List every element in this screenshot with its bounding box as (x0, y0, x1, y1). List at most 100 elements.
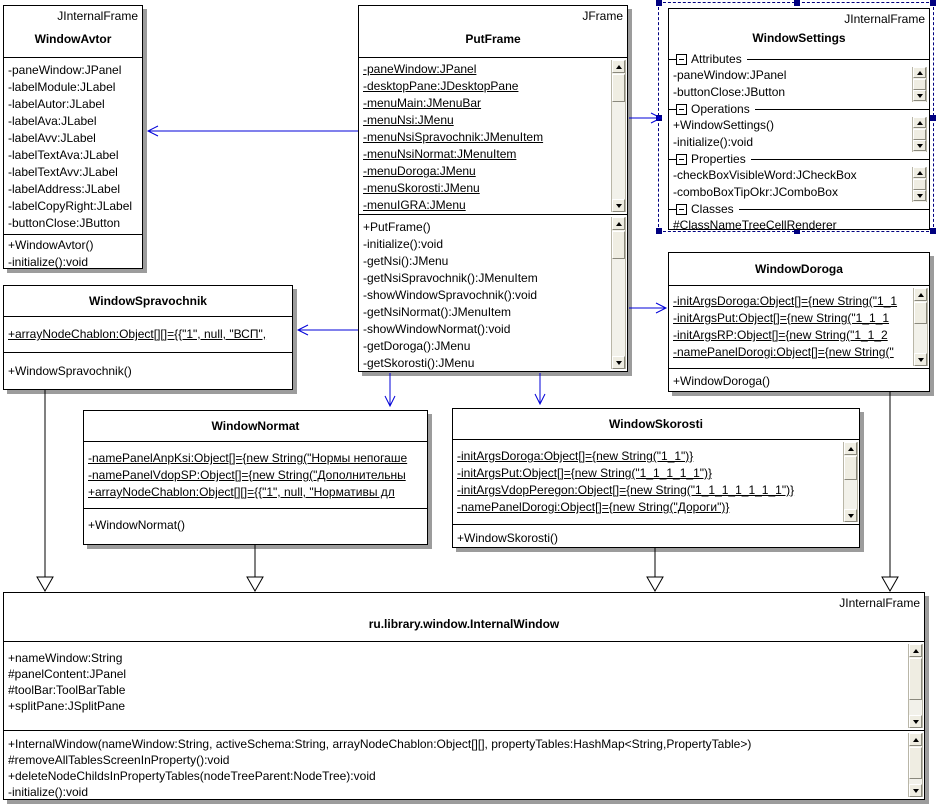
association-putframe-to-windowspravochnik[interactable] (296, 324, 358, 336)
scroll-track[interactable] (612, 259, 625, 356)
scroll-up-button[interactable] (612, 217, 625, 230)
class-window-spravochnik[interactable]: WindowSpravochnik +arrayNodeChablon:Obje… (3, 285, 293, 390)
operations-compartment: +WindowSkorosti() (453, 524, 859, 549)
class-window-doroga[interactable]: WindowDoroga -initArgsDoroga:Object[]={n… (668, 252, 930, 392)
scroll-up-button[interactable] (914, 288, 927, 301)
scroll-thumb[interactable] (914, 302, 927, 324)
class-window-skorosti[interactable]: WindowSkorosti -initArgsDoroga:Object[]=… (452, 408, 860, 548)
scrollbar[interactable] (908, 733, 923, 797)
class-window-normat[interactable]: WindowNormat -namePanelAnpKsi:Object[]={… (83, 410, 428, 545)
class-window-settings[interactable]: JInternalFrame WindowSettings Attributes… (668, 8, 930, 232)
attribute-row: -namePanelVdopSP:Object[]={new String("Д… (88, 468, 406, 482)
arrow-down-icon (916, 93, 923, 98)
operations-compartment: +InternalWindow(nameWindow:String, activ… (4, 730, 924, 799)
scroll-thumb[interactable] (913, 79, 926, 90)
scroll-up-button[interactable] (612, 60, 625, 73)
association-putframe-to-windowavtor[interactable] (146, 125, 358, 137)
scroll-track[interactable] (612, 102, 625, 199)
scroll-up-button[interactable] (913, 117, 926, 128)
scrollbar[interactable] (912, 167, 927, 202)
scroll-down-button[interactable] (913, 190, 926, 201)
attribute-row: -menuNsiNormat:JMenuItem (363, 147, 517, 161)
association-putframe-to-windownormat[interactable] (384, 373, 396, 408)
scrollbar[interactable] (912, 67, 927, 102)
scroll-down-button[interactable] (612, 356, 625, 369)
scroll-down-button[interactable] (913, 140, 926, 151)
scroll-thumb[interactable] (844, 456, 857, 480)
scroll-down-button[interactable] (844, 509, 857, 522)
section-rows: +WindowSettings()-initialize():void (669, 117, 929, 152)
selection-handle-top-right[interactable] (930, 0, 936, 6)
association-putframe-to-windowskorosti[interactable] (534, 373, 546, 406)
arrow-up-icon (912, 648, 919, 653)
selection-handle-top-left[interactable] (656, 0, 662, 6)
scroll-down-button[interactable] (909, 784, 922, 797)
scroll-up-button[interactable] (909, 733, 922, 746)
scroll-down-button[interactable] (612, 199, 625, 212)
property-row: -comboBoxTipOkr:JComboBox (673, 185, 838, 199)
scrollbar[interactable] (611, 217, 626, 369)
attribute-row: -namePanelDorogi:Object[]={new String("Д… (457, 500, 730, 514)
divider (750, 158, 929, 160)
stereotype-label: JFrame (582, 9, 623, 23)
scrollbar[interactable] (843, 442, 858, 522)
attribute-row: -labelAva:JLabel (8, 114, 97, 128)
scroll-thumb[interactable] (612, 231, 625, 259)
selection-handle-top-center[interactable] (794, 0, 800, 6)
attribute-row: -labelAddress:JLabel (8, 182, 121, 196)
collapse-icon[interactable] (676, 103, 687, 115)
class-window-avtor[interactable]: JInternalFrame WindowAvtor -paneWindow:J… (3, 5, 143, 269)
selection-handle-mid-right[interactable] (930, 115, 936, 121)
attribute-row: -paneWindow:JPanel (363, 62, 477, 76)
selection-handle-bottom-right[interactable] (930, 228, 936, 234)
scroll-track[interactable] (914, 324, 927, 353)
scroll-thumb[interactable] (612, 74, 625, 102)
scroll-up-button[interactable] (909, 644, 922, 657)
scrollbar[interactable] (912, 117, 927, 152)
attribute-row: +arrayNodeChablon:Object[][]={{"1", null… (88, 485, 395, 499)
scroll-down-button[interactable] (913, 90, 926, 101)
selection-handle-bottom-center[interactable] (794, 228, 800, 234)
scroll-up-button[interactable] (913, 167, 926, 178)
operation-row: #removeAllTablesScreenInProperty():void (8, 753, 230, 767)
scroll-up-button[interactable] (913, 67, 926, 78)
association-putframe-to-windowdoroga[interactable] (629, 302, 668, 314)
class-header: JInternalFrame WindowAvtor (4, 6, 142, 58)
collapse-icon[interactable] (676, 153, 687, 165)
arrow-up-icon (847, 446, 854, 451)
scroll-thumb[interactable] (913, 179, 926, 190)
class-name: WindowSettings (752, 31, 846, 45)
operation-row: -getNsiNormat():JMenuItem (363, 305, 512, 319)
scroll-thumb[interactable] (913, 129, 926, 140)
arrow-up-icon (615, 221, 622, 226)
collapse-icon[interactable] (676, 203, 687, 215)
scroll-thumb[interactable] (909, 658, 922, 700)
scrollbar[interactable] (913, 288, 928, 366)
attribute-row: -menuMain:JMenuBar (363, 96, 482, 110)
collapse-icon[interactable] (676, 53, 687, 65)
scroll-down-button[interactable] (909, 715, 922, 728)
selection-handle-mid-left[interactable] (656, 115, 662, 121)
attribute-row: -initArgsPut:Object[]={new String("1_1_1 (673, 311, 890, 325)
generalization-windowspravochnik-internalwindow[interactable] (36, 390, 54, 593)
class-name: WindowSkorosti (453, 409, 859, 440)
generalization-windowskorosti-internalwindow[interactable] (646, 548, 664, 593)
scrollbar[interactable] (611, 60, 626, 212)
class-internal-window[interactable]: JInternalFrame ru.library.window.Interna… (3, 592, 925, 800)
scroll-up-button[interactable] (844, 442, 857, 455)
scroll-track[interactable] (844, 480, 857, 509)
class-name: PutFrame (465, 32, 521, 46)
scrollbar[interactable] (908, 644, 923, 728)
scroll-thumb[interactable] (909, 747, 922, 779)
arrow-down-icon (615, 203, 622, 208)
generalization-windowdoroga-internalwindow[interactable] (881, 392, 899, 593)
selection-handle-bottom-left[interactable] (656, 228, 662, 234)
class-put-frame[interactable]: JFrame PutFrame -paneWindow:JPanel-deskt… (358, 5, 628, 372)
attribute-row: -namePanelDorogi:Object[]={new String(" (673, 345, 894, 359)
attributes-compartment: +arrayNodeChablon:Object[][]={{"1", null… (4, 317, 292, 352)
generalization-windownormat-internalwindow[interactable] (246, 545, 264, 593)
scroll-track[interactable] (909, 700, 922, 715)
scroll-down-button[interactable] (914, 353, 927, 366)
attributes-compartment: -paneWindow:JPanel-desktopPane:JDesktopP… (359, 58, 627, 214)
